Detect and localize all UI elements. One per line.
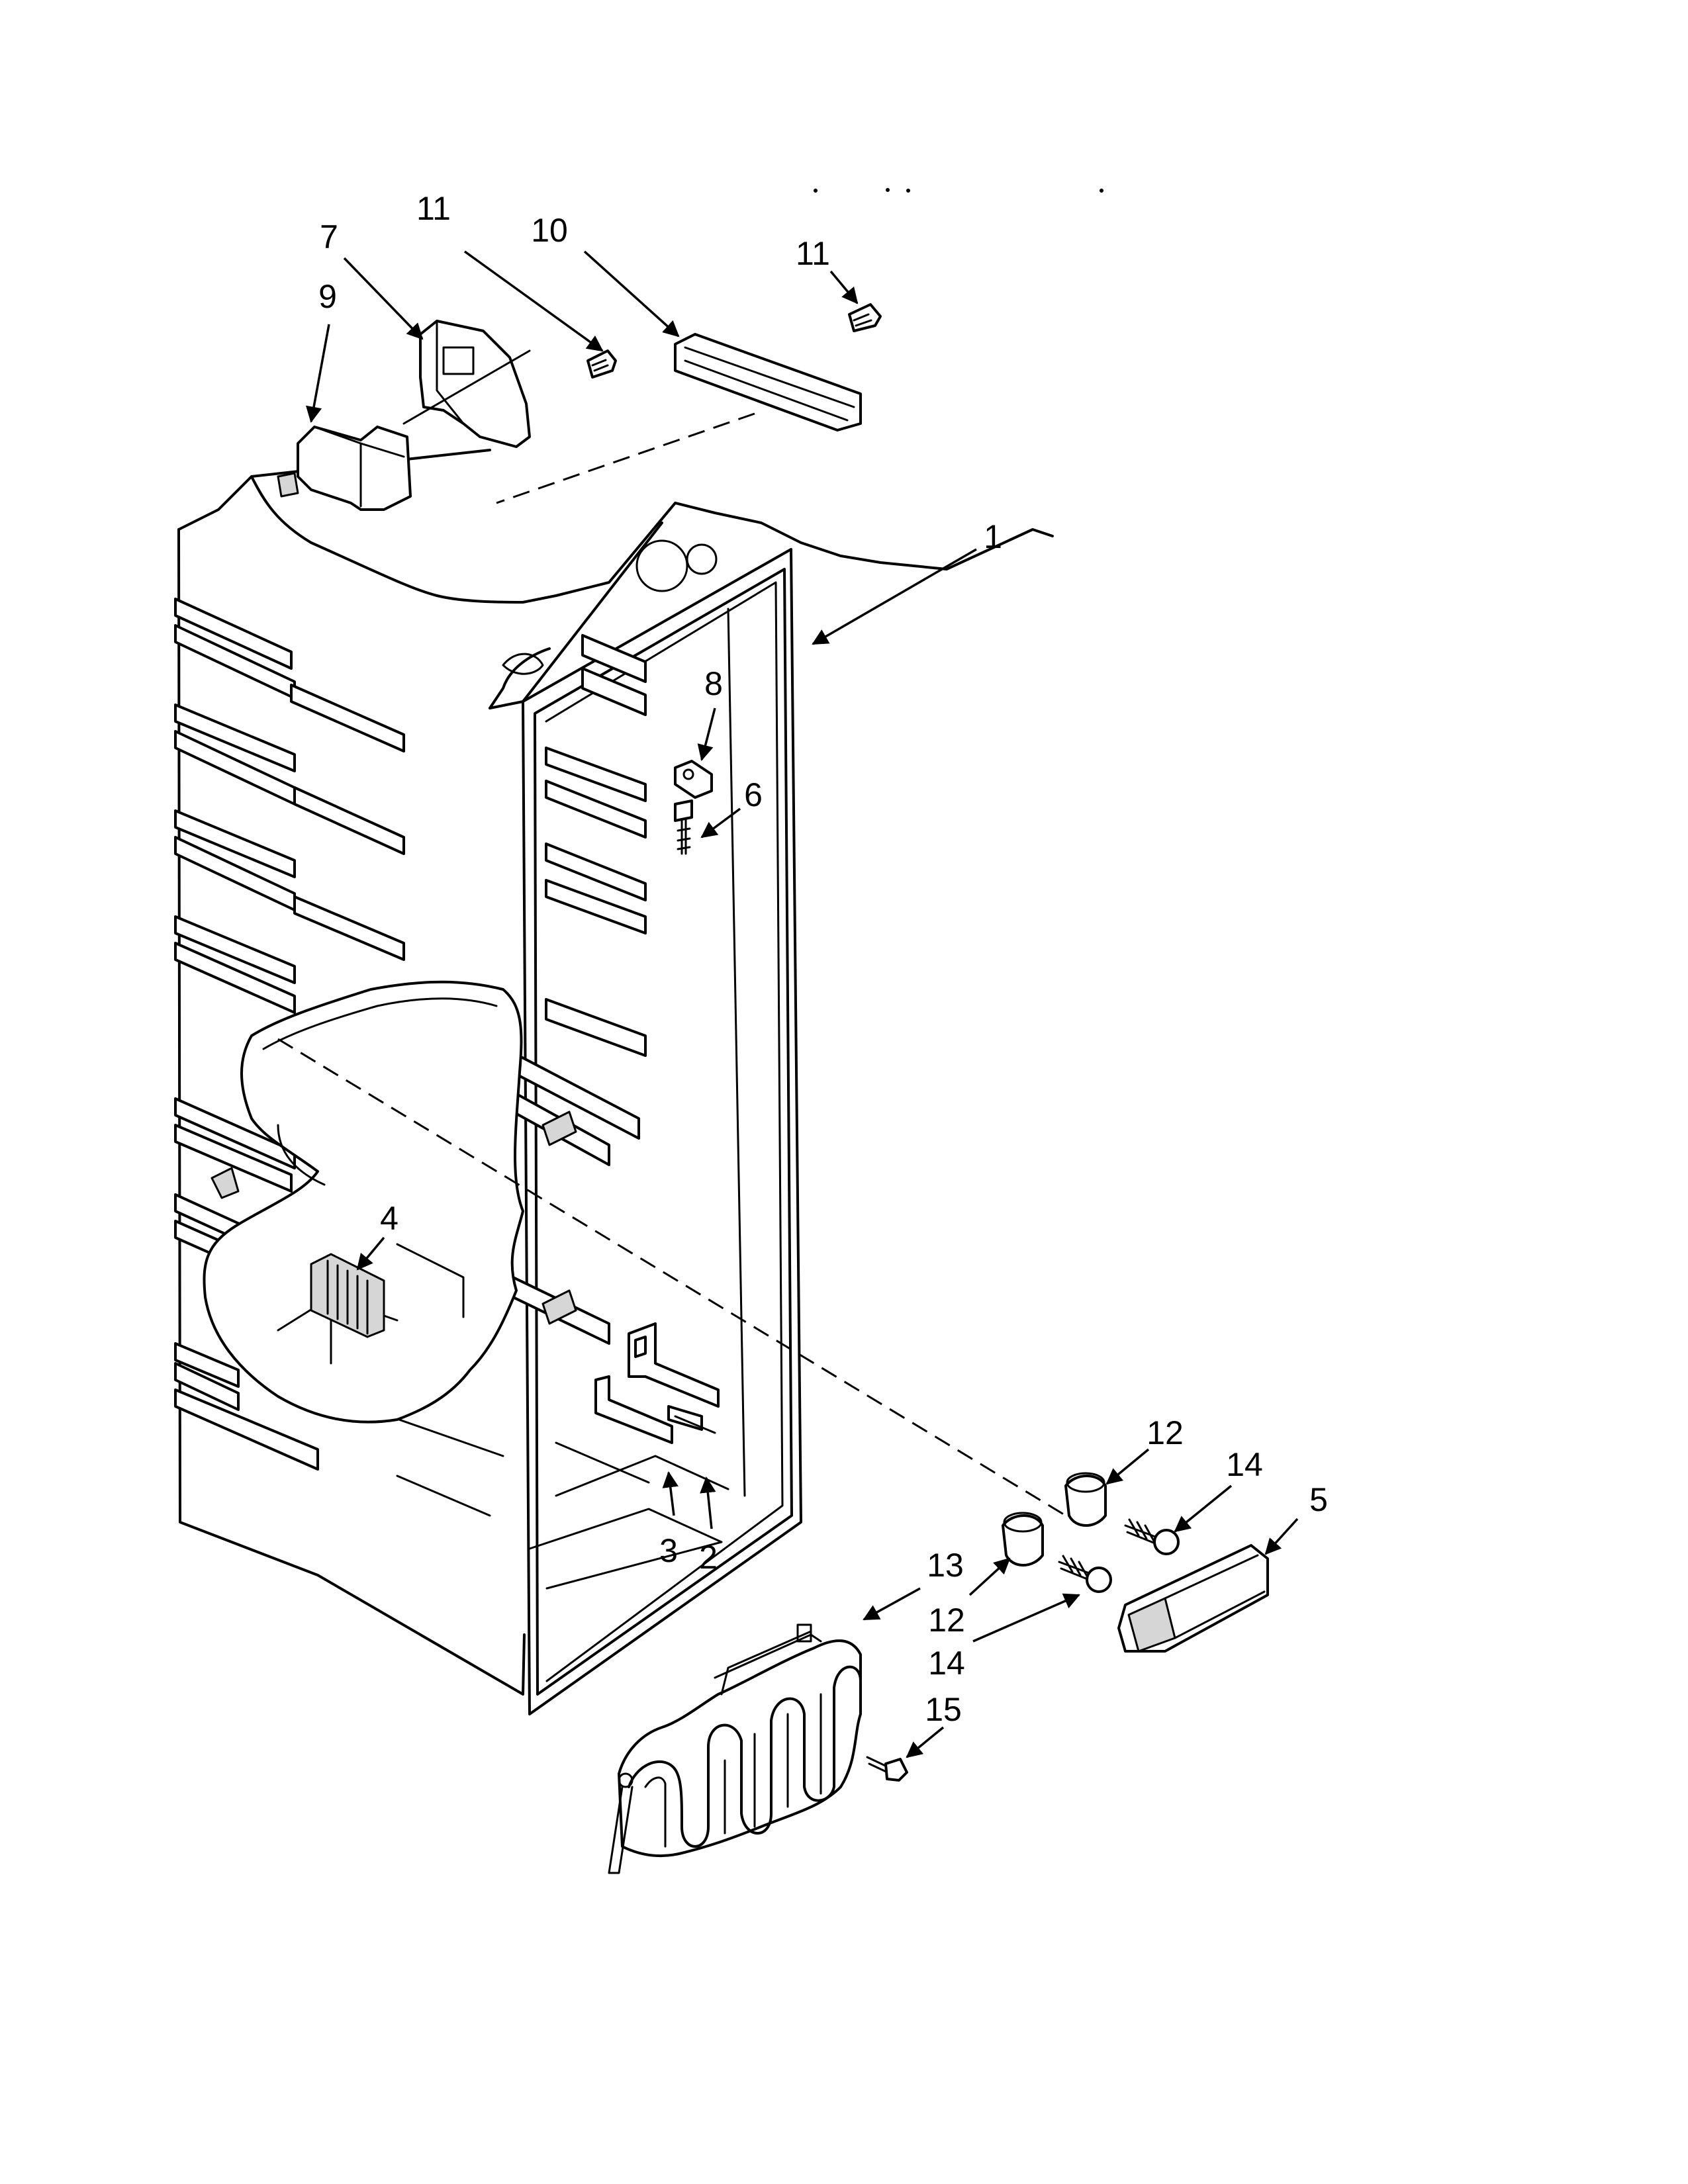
- screw-top-left: [586, 349, 617, 379]
- defrost-heater: [608, 1623, 862, 1874]
- callout-14-upper: 14: [1226, 1446, 1263, 1483]
- callout-labels: 11 10 11 7 9 1 8 6 4 12 14 5 3 2 13 12 1…: [318, 190, 1328, 1728]
- assembly-line-top: [496, 412, 755, 504]
- callout-11-top-left: 11: [416, 190, 451, 227]
- callout-10: 10: [531, 212, 568, 249]
- callout-15: 15: [925, 1691, 962, 1728]
- callout-13: 13: [927, 1547, 964, 1584]
- screw-top-right: [848, 303, 882, 332]
- callout-9: 9: [318, 278, 337, 315]
- callout-6: 6: [744, 776, 763, 813]
- control-housing: [277, 426, 412, 511]
- screw-middle: [674, 799, 693, 855]
- scan-dots: [814, 188, 1103, 193]
- screw-14-upper: [1124, 1518, 1180, 1555]
- clip: [674, 760, 713, 799]
- callout-8: 8: [704, 665, 723, 702]
- assembly-line-middle: [277, 1038, 1066, 1517]
- callout-7: 7: [320, 218, 338, 255]
- callout-5: 5: [1309, 1481, 1328, 1518]
- brackets: [594, 1322, 720, 1444]
- callout-11-top-right: 11: [796, 235, 830, 272]
- callout-2: 2: [699, 1539, 718, 1576]
- vent-grille: [310, 1253, 385, 1338]
- left-shelf-rails: [174, 598, 405, 1471]
- callout-14-lower: 14: [928, 1645, 965, 1682]
- callout-12-lower: 12: [928, 1602, 965, 1639]
- callout-leaders: [306, 250, 1299, 1758]
- callout-4: 4: [380, 1200, 399, 1237]
- callout-3: 3: [659, 1532, 678, 1569]
- cap-12-lower: [1002, 1512, 1044, 1567]
- callout-12-upper: 12: [1147, 1414, 1184, 1451]
- cutaway-section: [203, 980, 524, 1424]
- drain-trough: [1117, 1544, 1269, 1653]
- screw-15: [866, 1756, 908, 1782]
- screw-14-lower: [1058, 1555, 1112, 1593]
- top-rail: [674, 333, 862, 432]
- callout-1: 1: [984, 518, 1002, 555]
- control-bracket: [402, 320, 531, 448]
- cap-12-upper: [1064, 1472, 1107, 1527]
